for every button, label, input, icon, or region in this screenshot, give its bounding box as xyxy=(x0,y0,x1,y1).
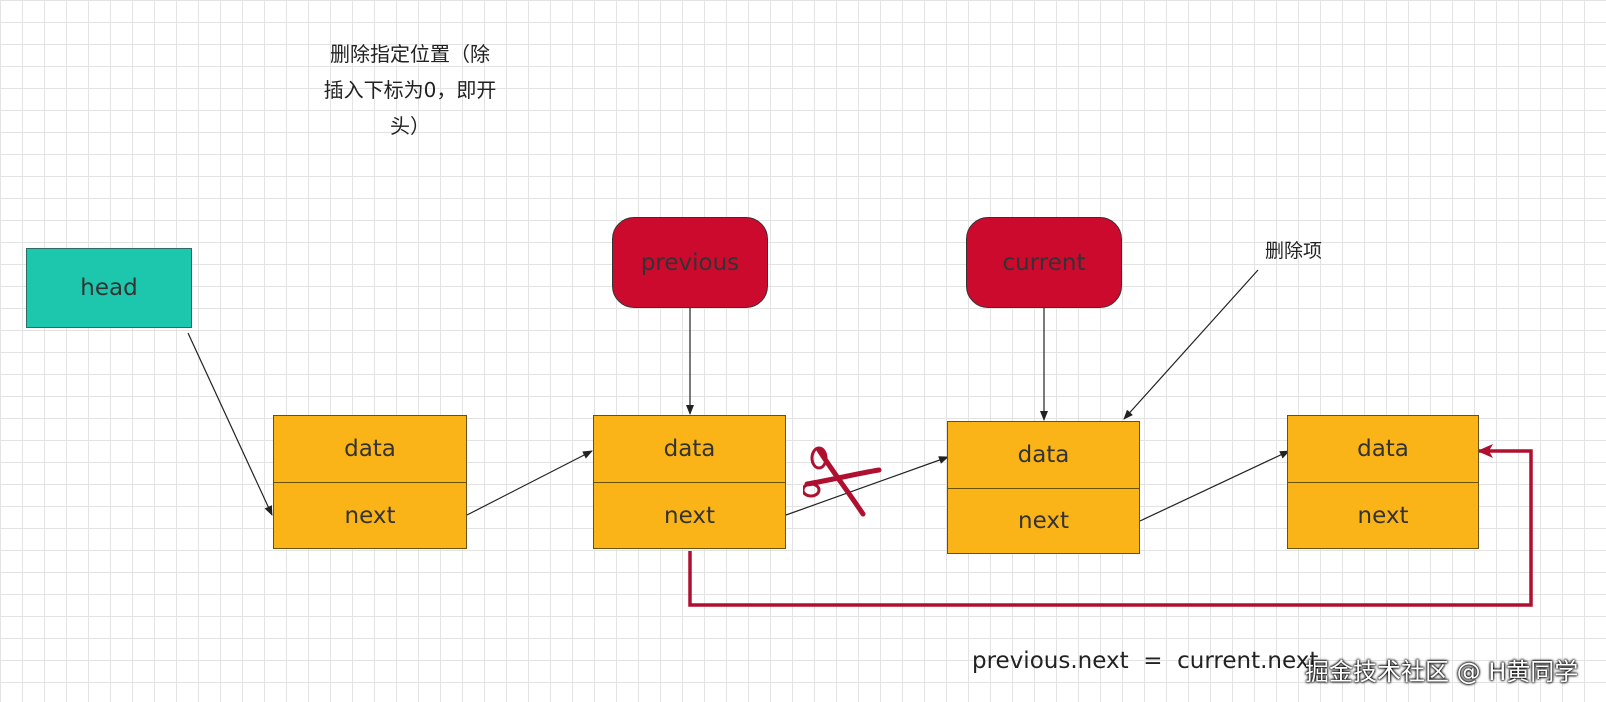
edge-label-to-node-3 xyxy=(1123,269,1259,420)
title-line-3: 头） xyxy=(390,114,430,138)
node-next-cell: next xyxy=(664,503,715,529)
node-next-cell: next xyxy=(344,503,396,529)
title-note: 删除指定位置（除 插入下标为0，即开 头） xyxy=(290,36,530,144)
node-next-cell: next xyxy=(1018,508,1069,535)
list-node-2-previous: data next xyxy=(593,415,786,549)
node-data-cell: data xyxy=(274,416,466,483)
current-pointer: current xyxy=(966,217,1122,308)
previous-pointer: previous xyxy=(612,217,768,308)
edge-node-1-to-node-2 xyxy=(466,450,593,516)
node-data-cell: data xyxy=(1288,416,1478,483)
node-data-cell: data xyxy=(948,422,1139,489)
delete-item-label: 删除项 xyxy=(1265,240,1323,262)
edge-reroute-previous-to-node-4 xyxy=(688,444,1533,607)
edge-node-2-to-node-3-cut xyxy=(785,456,949,516)
scissors-icon xyxy=(803,446,882,517)
head-node: head xyxy=(26,248,192,328)
edge-node-3-to-node-4 xyxy=(1139,450,1290,522)
node-data-cell: data xyxy=(594,416,785,483)
list-node-1: data next xyxy=(273,415,467,549)
edge-head-to-node-1 xyxy=(187,332,273,516)
title-line-2: 插入下标为0，即开 xyxy=(323,78,497,102)
list-node-3-current: data next xyxy=(947,421,1140,554)
watermark: 掘金技术社区 @ H黄同学 xyxy=(1305,658,1579,686)
list-node-4: data next xyxy=(1287,415,1479,549)
title-line-1: 删除指定位置（除 xyxy=(330,42,490,66)
node-next-cell: next xyxy=(1357,503,1409,529)
formula-text: previous.next = current.next xyxy=(972,648,1319,674)
